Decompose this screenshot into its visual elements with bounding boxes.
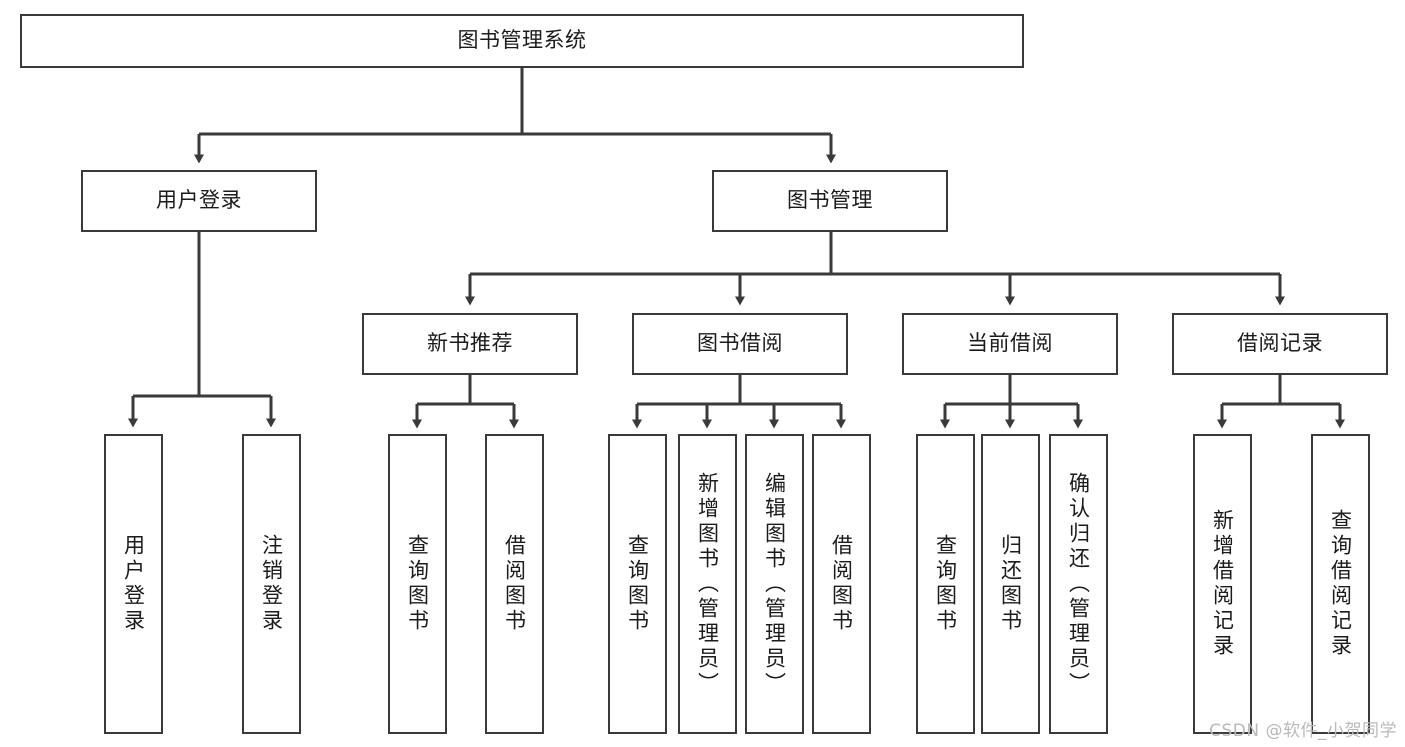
node-label: 图书管理 [787, 188, 873, 213]
node-current-borrow[interactable]: 当前借阅 [902, 313, 1118, 375]
node-label: 图书管理系统 [457, 28, 587, 53]
node-borrow-record[interactable]: 借阅记录 [1172, 313, 1388, 375]
leaf-book-borrow-add[interactable]: 新增图书（管理员） [678, 434, 737, 734]
node-label: 注销登录 [259, 534, 284, 634]
node-label: 查询借阅记录 [1328, 509, 1353, 659]
node-label: 图书借阅 [697, 331, 783, 356]
node-user-login[interactable]: 用户登录 [81, 170, 317, 232]
node-label: 查询图书 [405, 534, 430, 634]
node-label: 借阅记录 [1237, 331, 1323, 356]
leaf-new-book-borrow[interactable]: 借阅图书 [485, 434, 544, 734]
node-label: 借阅图书 [502, 534, 527, 634]
node-label: 编辑图书（管理员） [762, 471, 787, 697]
node-label: 确认归还（管理员） [1066, 471, 1091, 697]
node-label: 新增图书（管理员） [695, 471, 720, 697]
node-label: 当前借阅 [967, 331, 1053, 356]
leaf-current-borrow-confirm-return[interactable]: 确认归还（管理员） [1049, 434, 1108, 734]
leaf-user-login-logout[interactable]: 注销登录 [242, 434, 301, 734]
node-label: 查询图书 [625, 534, 650, 634]
node-root-system[interactable]: 图书管理系统 [20, 14, 1024, 68]
csdn-watermark: CSDN @软件_小贺同学 [1209, 721, 1397, 741]
node-new-book-recommend[interactable]: 新书推荐 [362, 313, 578, 375]
leaf-book-borrow-borrow[interactable]: 借阅图书 [812, 434, 871, 734]
leaf-new-book-query[interactable]: 查询图书 [388, 434, 447, 734]
leaf-current-borrow-return[interactable]: 归还图书 [981, 434, 1040, 734]
node-label: 新书推荐 [427, 331, 513, 356]
node-label: 查询图书 [933, 534, 958, 634]
node-label: 归还图书 [998, 534, 1023, 634]
node-book-borrow[interactable]: 图书借阅 [632, 313, 848, 375]
leaf-borrow-record-add[interactable]: 新增借阅记录 [1193, 434, 1252, 734]
leaf-book-borrow-edit[interactable]: 编辑图书（管理员） [745, 434, 804, 734]
node-label: 用户登录 [121, 534, 146, 634]
node-label: 借阅图书 [829, 534, 854, 634]
leaf-current-borrow-query[interactable]: 查询图书 [916, 434, 975, 734]
node-label: 新增借阅记录 [1210, 509, 1235, 659]
leaf-borrow-record-query[interactable]: 查询借阅记录 [1311, 434, 1370, 734]
node-book-management[interactable]: 图书管理 [712, 170, 948, 232]
leaf-book-borrow-query[interactable]: 查询图书 [608, 434, 667, 734]
node-label: 用户登录 [156, 188, 242, 213]
leaf-user-login-login[interactable]: 用户登录 [104, 434, 163, 734]
